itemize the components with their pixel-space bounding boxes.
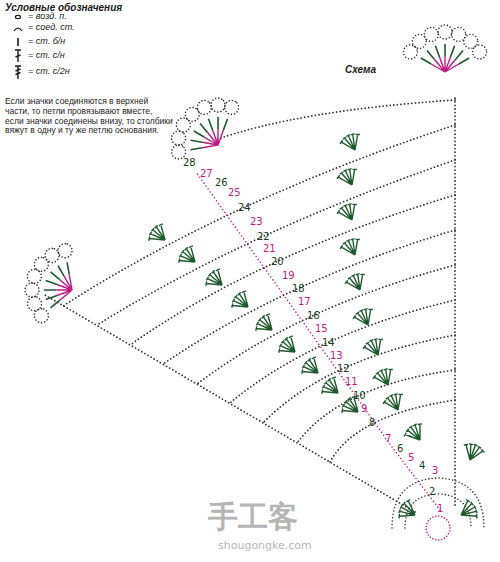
stitch-fan [456, 497, 481, 524]
row-number: 13 [330, 350, 343, 362]
stitch-fan [229, 288, 255, 315]
legend-symbols [14, 15, 22, 79]
chain-arch [392, 478, 484, 528]
dc-symbol [15, 50, 21, 62]
row-number: 26 [215, 177, 228, 189]
row-number: 16 [307, 310, 320, 322]
shell-fan [156, 82, 250, 171]
stitch-fan [203, 266, 229, 293]
chain-arch [197, 265, 455, 384]
right-fans [335, 131, 408, 415]
chain-arch [163, 230, 455, 364]
stitch-fan [338, 131, 365, 155]
row-number: 7 [385, 433, 391, 445]
left-fans [146, 221, 365, 420]
stitch-fan [253, 311, 279, 338]
stitch-fan [396, 497, 421, 524]
chain-arch [215, 100, 455, 140]
chain-arch [63, 125, 455, 306]
row-number: 2 [429, 486, 435, 498]
slip-stitch-symbol [14, 28, 22, 31]
stitch-fan [319, 374, 345, 401]
chain-arch [330, 400, 455, 462]
row-number: 1 [437, 503, 443, 515]
chain-arch [405, 494, 471, 528]
row-number: 24 [238, 202, 251, 214]
shell-fan [403, 25, 486, 72]
legend-entry: = ст. с/н [28, 50, 65, 60]
stitch-fan [343, 271, 370, 295]
row-number: 9 [361, 403, 367, 415]
stitch-fan [371, 366, 398, 390]
stitch-fan [299, 354, 325, 381]
stitch-fan [460, 441, 486, 464]
spine-chain [196, 172, 440, 510]
row-number: 17 [298, 296, 311, 308]
sc-symbol [17, 38, 19, 46]
shell-fans [14, 25, 487, 329]
row-number: 27 [200, 168, 213, 180]
row-number: 8 [369, 417, 375, 429]
chain-arch [297, 370, 455, 443]
chart-title: Схема [345, 64, 376, 76]
row-number: 3 [432, 465, 438, 477]
row-number: 23 [250, 216, 263, 228]
chain-arch [97, 160, 455, 325]
stitch-fan [176, 243, 202, 270]
stitch-fan [351, 306, 378, 330]
row-number: 21 [263, 243, 276, 255]
row-number: 25 [228, 187, 241, 199]
row-number: 19 [282, 270, 295, 282]
chain-symbol [15, 15, 20, 18]
chain-edge [45, 295, 415, 512]
note-text: Если значки соединяются в верхней части,… [5, 97, 173, 136]
legend-entry: = ст. б/н [28, 36, 65, 46]
row-number: 11 [345, 376, 358, 388]
stitch-fan [381, 391, 408, 415]
stitch-fan [276, 333, 302, 360]
watermark: shougongke.com [218, 540, 312, 553]
watermark: 手工客 [208, 500, 298, 535]
stitch-fan [361, 336, 388, 360]
row-number: 20 [271, 256, 284, 268]
row-number: 5 [408, 452, 414, 464]
row-number: 15 [315, 323, 328, 335]
center-ring [392, 421, 486, 540]
legend-entry: = возд. п. [28, 11, 67, 21]
row-number: 4 [419, 460, 425, 472]
chain-arch [230, 300, 455, 403]
stitch-fan [402, 421, 429, 447]
row-number: 18 [292, 283, 305, 295]
row-number: 14 [322, 337, 335, 349]
legend-entry: = соед. ст. [28, 22, 75, 32]
start-ring [426, 516, 450, 540]
stitch-fan [335, 166, 362, 190]
chain-arch [130, 195, 455, 345]
row-number: 10 [353, 390, 366, 402]
legend-entry: = ст. с/2н [28, 66, 70, 76]
row-number: 22 [257, 231, 270, 243]
row-number: 6 [397, 443, 403, 455]
stitch-fan [335, 201, 362, 225]
shell-fan [14, 235, 87, 329]
tr-symbol [15, 66, 21, 79]
stitch-fan [338, 236, 365, 260]
chain-arches [45, 95, 455, 512]
stitch-fan [146, 221, 172, 248]
row-number: 12 [337, 363, 350, 375]
row-number: 28 [183, 157, 196, 169]
